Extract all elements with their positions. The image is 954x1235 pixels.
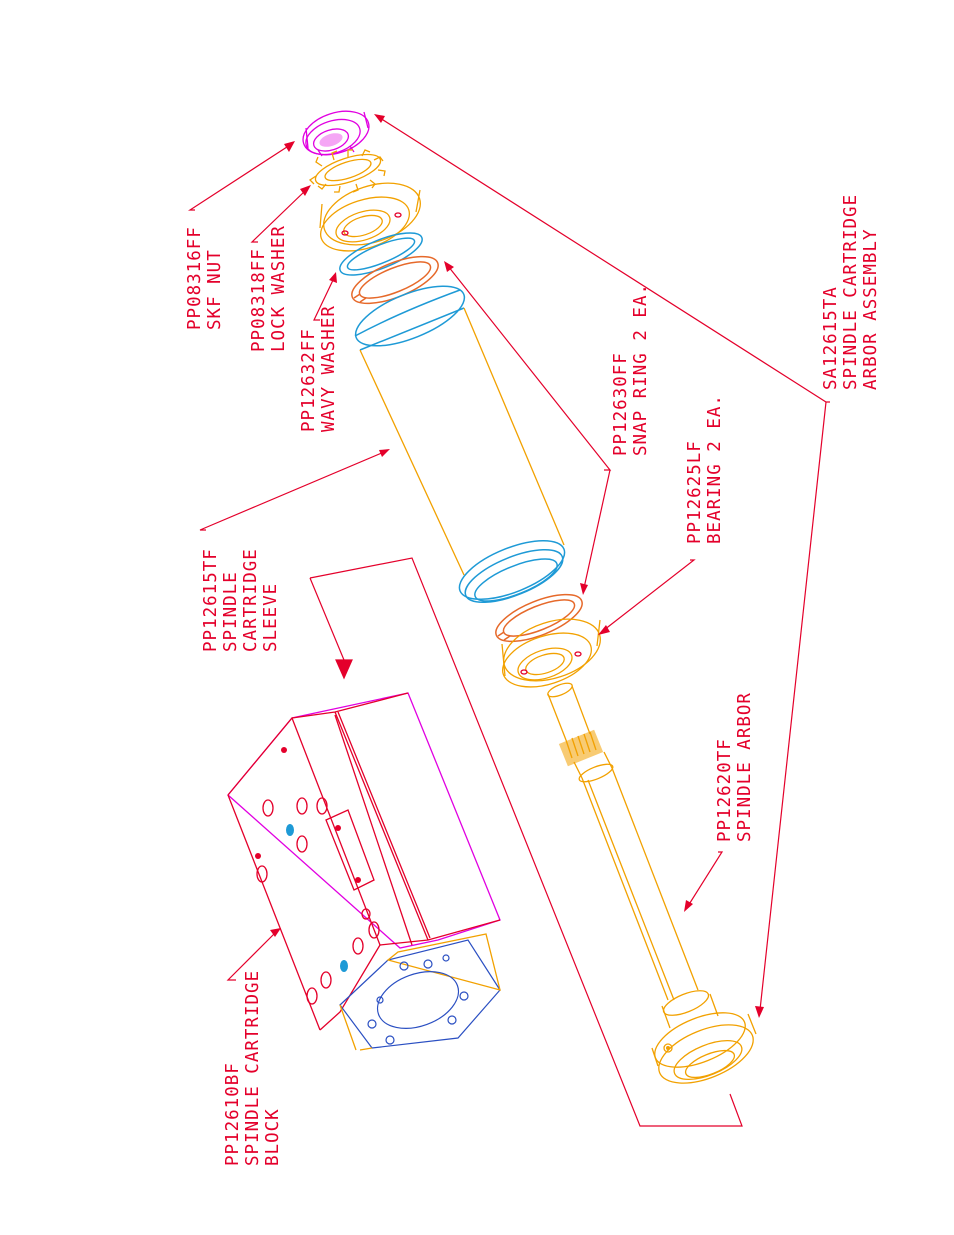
top-bearing-part xyxy=(319,182,421,252)
bottom-snap-ring-part xyxy=(495,593,583,643)
callout-bearing: PP12625LF BEARING 2 EA. xyxy=(685,394,725,544)
bearing-part-number: PP12625LF xyxy=(685,440,705,544)
sleeve-part-number: PP12615TF xyxy=(201,548,221,652)
cartridge-block-description-line2: BLOCK xyxy=(263,1108,283,1166)
sleeve-description-line1: SPINDLE xyxy=(221,571,241,652)
arbor-assembly-description-line2: ARBOR ASSEMBLY xyxy=(861,228,881,390)
snap-ring-part-number: PP12630FF xyxy=(611,352,631,456)
wavy-washer-description: WAVY WASHER xyxy=(319,305,339,432)
callout-spindle-arbor: PP12620TF SPINDLE ARBOR xyxy=(715,692,755,842)
bearing-description: BEARING 2 EA. xyxy=(705,394,725,544)
bottom-bearing-part xyxy=(501,618,601,688)
callout-cartridge-block: PP12610BF SPINDLE CARTRIDGE BLOCK xyxy=(223,970,283,1166)
skf-nut-part xyxy=(302,110,370,157)
sleeve-description-line2: CARTRIDGE xyxy=(241,548,261,652)
callout-lock-washer: PP08318FF LOCK WASHER xyxy=(249,225,289,352)
callout-arbor-assembly: SA12615TA SPINDLE CARTRIDGE ARBOR ASSEMB… xyxy=(821,194,881,390)
callout-skf-nut: PP08316FF SKF NUT xyxy=(185,226,225,330)
callout-sleeve: PP12615TF SPINDLE CARTRIDGE SLEEVE xyxy=(201,548,281,652)
spindle-arbor-description: SPINDLE ARBOR xyxy=(735,692,755,842)
cartridge-block-part xyxy=(227,692,501,1051)
wavy-washer-part xyxy=(339,232,423,276)
snap-ring-description: SNAP RING 2 EA. xyxy=(631,283,651,456)
callout-leaders xyxy=(187,114,830,1018)
skf-nut-part-number: PP08316FF xyxy=(185,226,205,330)
cartridge-sleeve-part xyxy=(354,285,566,604)
spindle-arbor-part-number: PP12620TF xyxy=(715,738,735,842)
sleeve-description-line3: SLEEVE xyxy=(261,583,281,652)
lock-washer-part-number: PP08318FF xyxy=(249,248,269,352)
lock-washer-description: LOCK WASHER xyxy=(269,225,289,352)
arbor-assembly-part-number: SA12615TA xyxy=(821,286,841,390)
cartridge-block-part-number: PP12610BF xyxy=(223,1062,243,1166)
wavy-washer-part-number: PP12632FF xyxy=(299,328,319,432)
callout-snap-ring: PP12630FF SNAP RING 2 EA. xyxy=(611,283,651,456)
spindle-arbor-part xyxy=(547,682,757,1084)
callout-wavy-washer: PP12632FF WAVY WASHER xyxy=(299,305,339,432)
skf-nut-description: SKF NUT xyxy=(205,249,225,330)
arbor-assembly-description-line1: SPINDLE CARTRIDGE xyxy=(841,194,861,390)
cartridge-block-description-line1: SPINDLE CARTRIDGE xyxy=(243,970,263,1166)
block-bracket xyxy=(309,557,743,1127)
